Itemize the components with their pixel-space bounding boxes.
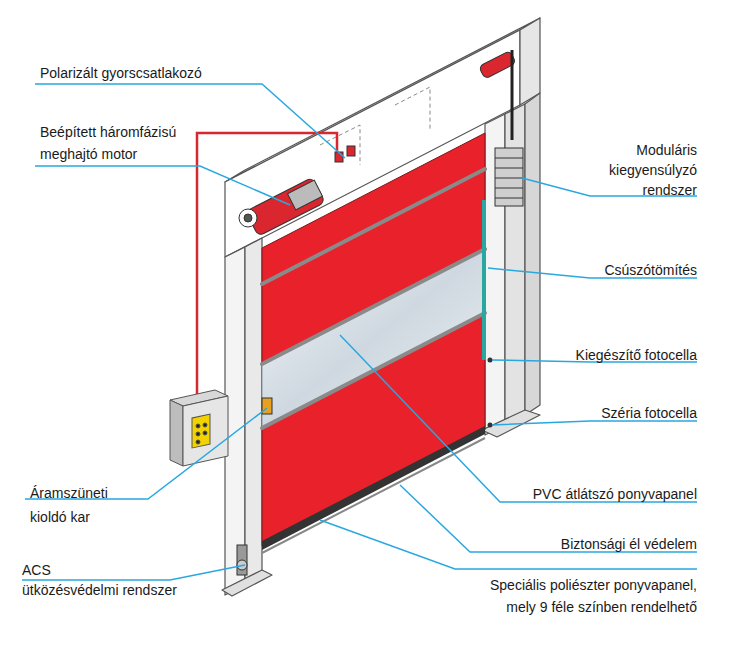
part-label: Moduláris kiegyensúlyzó rendszer <box>577 140 697 200</box>
part-label: PVC átlátszó ponyvapanel <box>457 484 697 504</box>
part-label: Biztonsági él védelem <box>457 534 697 554</box>
photocells <box>488 358 493 428</box>
dashed-guide <box>320 87 430 165</box>
door-frame <box>222 18 540 596</box>
spring-unit <box>479 50 517 140</box>
part-label: Csúszótömítés <box>537 260 697 280</box>
part-label: Áramszüneti kioldó kar <box>30 481 130 529</box>
part-label: Speciális poliészter ponyvapanel, mely 9… <box>472 574 697 618</box>
counterweight <box>495 148 523 206</box>
part-label: ACS ütközésvédelmi rendszer <box>22 560 212 600</box>
acs-gear <box>237 545 247 575</box>
motor <box>239 177 325 236</box>
seal <box>482 200 486 360</box>
control-box <box>170 133 337 466</box>
part-label: Széria fotocella <box>497 403 697 423</box>
part-label: Polarizált gyorscsatlakozó <box>40 63 270 83</box>
stiffener-bars <box>262 169 485 428</box>
leader-lines <box>22 84 697 580</box>
part-label: Kiegészítő fotocella <box>497 345 697 365</box>
part-label: Beépített háromfázisú meghajtó motor <box>40 121 205 165</box>
